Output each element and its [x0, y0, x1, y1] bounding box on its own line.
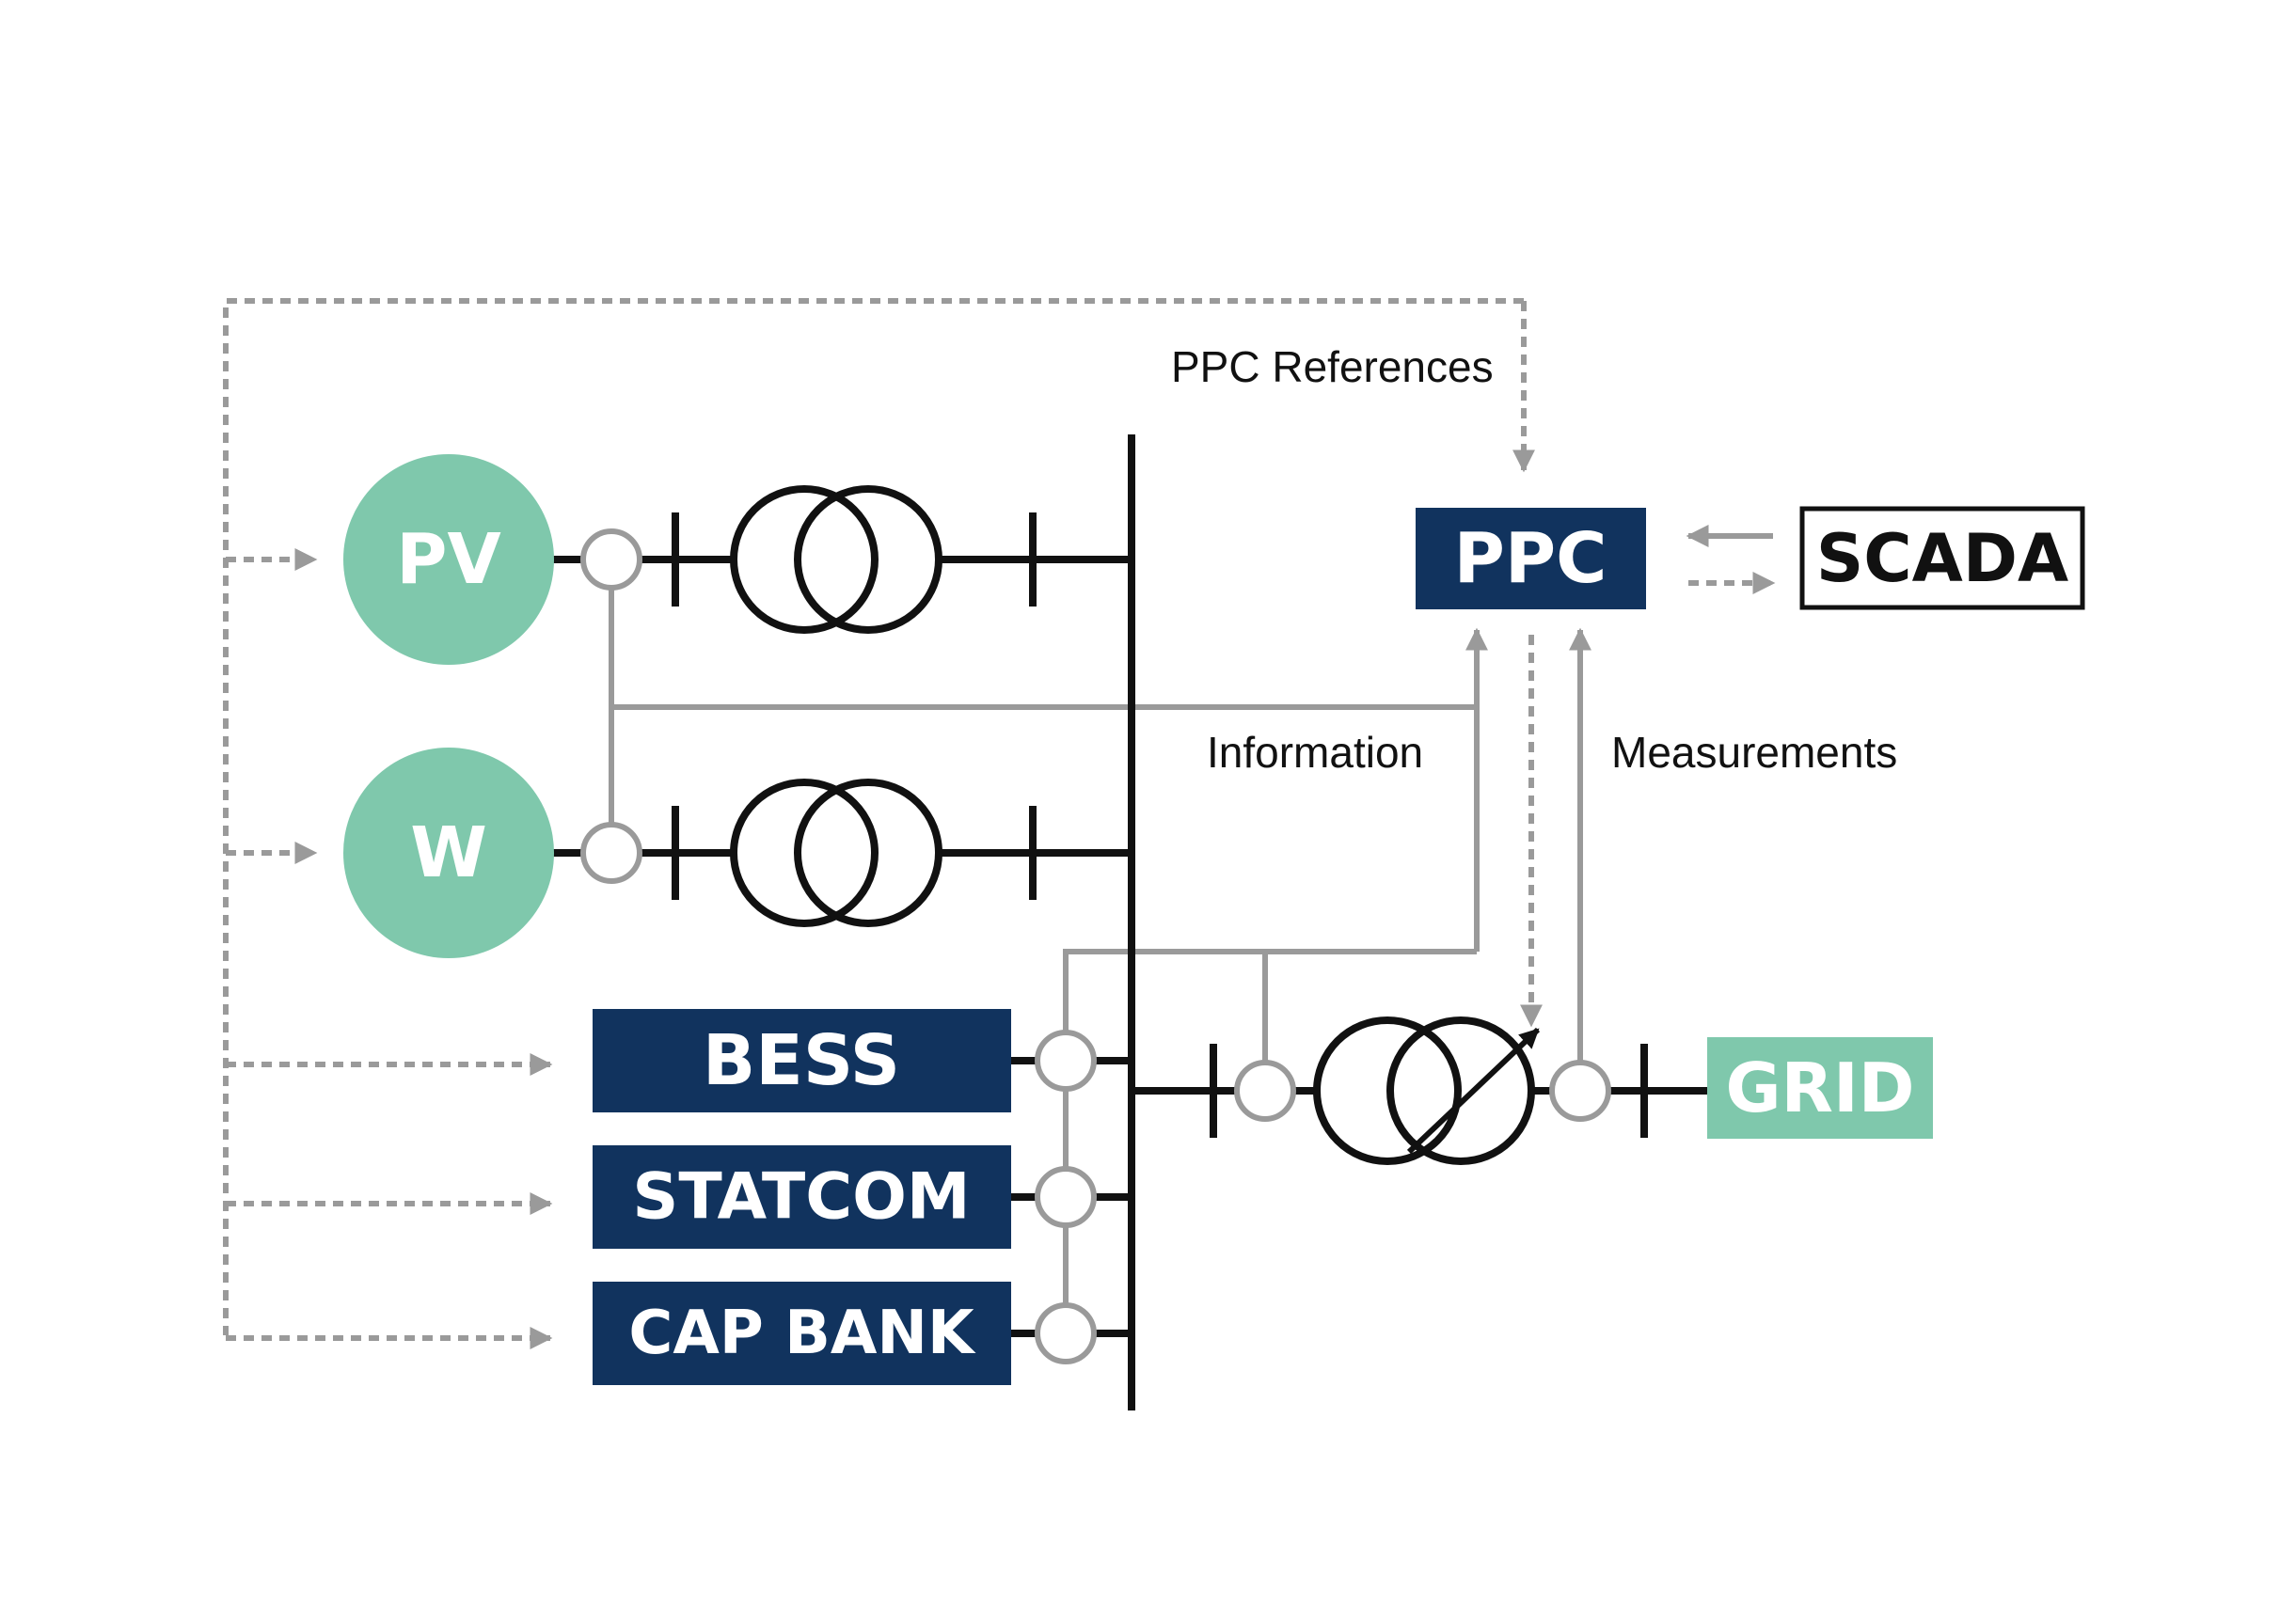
scada-label: SCADA [1816, 520, 2068, 597]
scada-node: SCADA [1799, 506, 2085, 610]
ppc-references-label: PPC References [1171, 342, 1494, 391]
grid-node: GRID [1707, 1037, 1933, 1139]
ppc-label: PPC [1454, 518, 1607, 599]
grid-label: GRID [1725, 1048, 1914, 1127]
wind-node: W [343, 748, 554, 958]
information-lines [609, 525, 1773, 1333]
information-label: Information [1207, 728, 1423, 777]
wind-transformer-symbol [730, 779, 942, 927]
statcom-node: STATCOM [593, 1145, 1011, 1249]
ess-info-line [1063, 949, 1477, 1061]
bess-measurement-point [1035, 1030, 1097, 1092]
bess-node: BESS [593, 1009, 1011, 1112]
grid-measurement-point [1549, 1060, 1611, 1122]
pv-label: PV [396, 519, 501, 600]
wind-measurement-point [580, 822, 642, 884]
cap-bank-measurement-point [1035, 1302, 1097, 1364]
statcom-label: STATCOM [632, 1160, 970, 1235]
statcom-measurement-point [1035, 1166, 1097, 1228]
cap-bank-node: CAP BANK [593, 1282, 1011, 1385]
poi-measurement-point [1234, 1060, 1296, 1122]
cap-bank-label: CAP BANK [628, 1299, 976, 1368]
measurements-label: Measurements [1611, 728, 1897, 777]
reference-bus-loop [223, 298, 1524, 1335]
wind-label: W [410, 812, 487, 893]
grid-oltc-transformer-symbol [1313, 1016, 1541, 1165]
pv-transformer-symbol [730, 485, 942, 634]
pv-node: PV [343, 454, 554, 665]
measurement-points [580, 528, 1611, 1364]
ppc-reference-lines [223, 298, 1776, 1349]
tap-changer-arrow-icon [1406, 1027, 1541, 1155]
ppc-node: PPC [1416, 508, 1646, 609]
bess-label: BESS [703, 1020, 900, 1101]
pv-measurement-point [580, 528, 642, 591]
